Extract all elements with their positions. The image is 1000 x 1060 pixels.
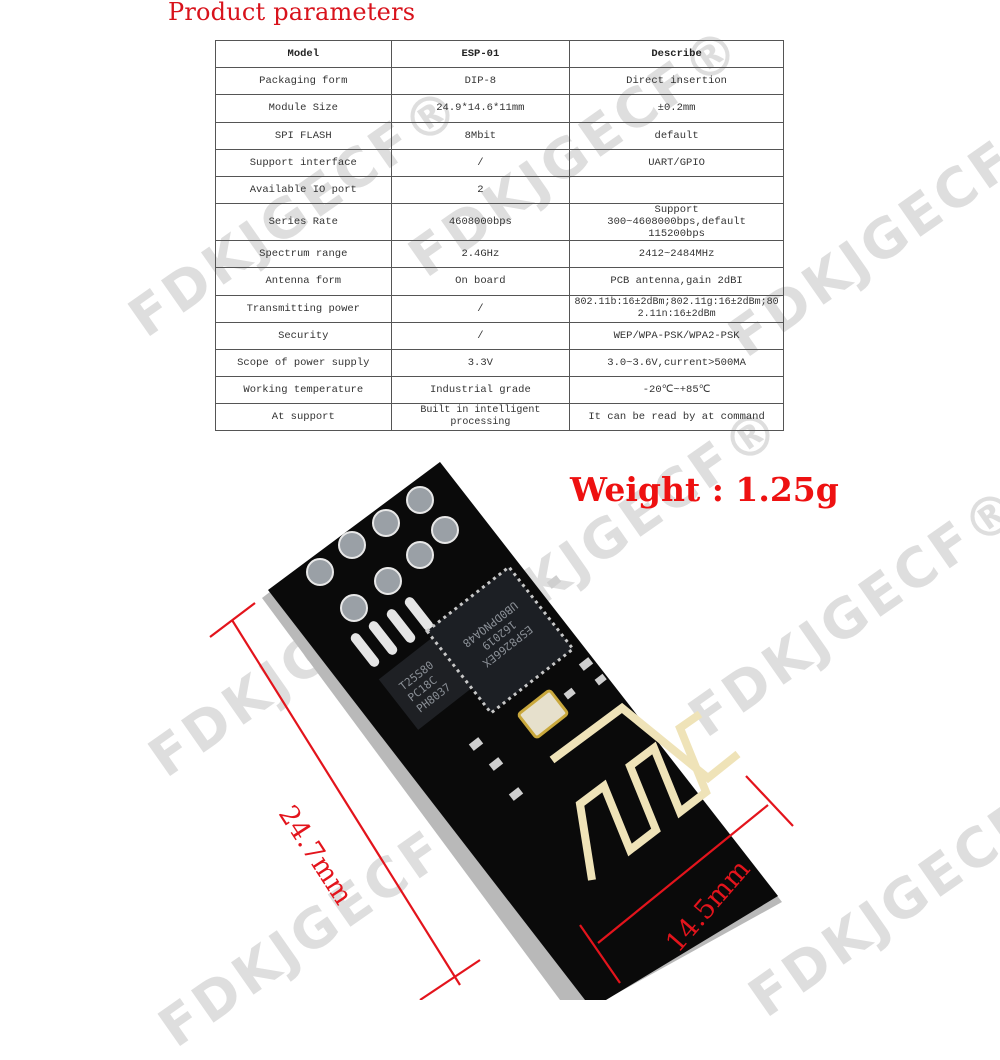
cell-param: Module Size — [215, 94, 392, 123]
cell-desc: WEP/WPA-PSK/WPA2-PSK — [569, 321, 784, 350]
cell-desc: 3.0~3.6V,current>500MA — [569, 348, 784, 378]
cell-desc — [569, 175, 784, 205]
crystal-oscillator — [517, 689, 569, 739]
esp8266-chip: UB0DPNQA48 162019 ESP8266EX — [424, 564, 576, 716]
pcb-antenna — [549, 702, 741, 881]
column-header: Describe — [569, 39, 784, 69]
table-header-row: Model ESP-01 Describe — [215, 39, 784, 69]
cell-value: 8Mbit — [390, 121, 571, 150]
cell-desc: ±0.2mm — [569, 94, 784, 123]
cell-param: Security — [215, 321, 392, 350]
cell-param: Support interface — [215, 148, 392, 177]
cell-param: Available IO port — [215, 175, 392, 205]
cell-param: Spectrum range — [215, 240, 392, 269]
cell-desc: It can be read by at command — [569, 403, 784, 432]
cell-desc: PCB antenna,gain 2dBI — [569, 267, 784, 296]
esp01-board-image: T25S80 PC18C PH8037 UB0DPNQA48 162019 ES… — [209, 462, 794, 1000]
table-row: Support interface/UART/GPIO — [215, 148, 784, 177]
cell-value: Built in intelligent processing — [390, 403, 571, 432]
cell-desc: Direct insertion — [569, 67, 784, 96]
pin-header-icon — [306, 486, 459, 622]
cell-param: Antenna form — [215, 267, 392, 296]
cell-value: 2 — [390, 175, 571, 205]
cell-param: SPI FLASH — [215, 121, 392, 150]
cell-param: Series Rate — [215, 203, 392, 242]
pcb-board — [268, 462, 778, 1000]
dimension-line-length — [209, 602, 481, 1000]
dimension-line-width — [579, 775, 794, 984]
cell-param: Transmitting power — [215, 294, 392, 323]
page-title: Product parameters — [168, 0, 416, 26]
cell-value: Industrial grade — [390, 376, 571, 405]
weight-label: Weight : 1.25g — [570, 470, 839, 509]
cell-value: 3.3V — [390, 348, 571, 378]
column-header: Model — [215, 39, 392, 69]
cell-desc: default — [569, 121, 784, 150]
cell-value: DIP-8 — [390, 67, 571, 96]
cell-param: At support — [215, 403, 392, 432]
